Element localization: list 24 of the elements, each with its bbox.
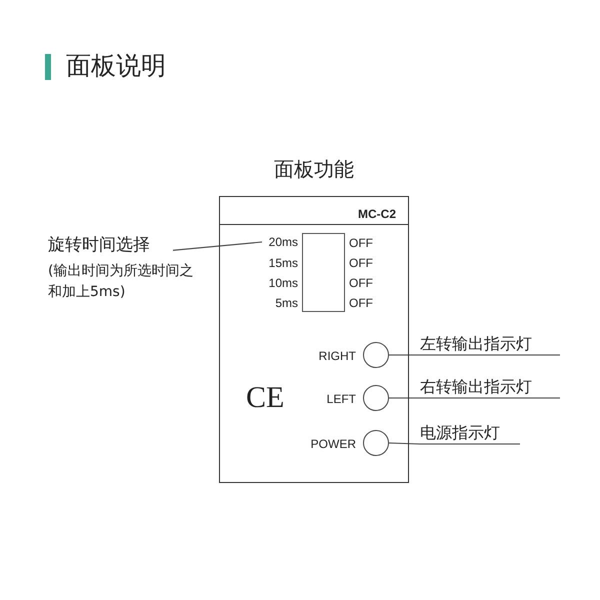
lamp-label: LEFT — [326, 391, 356, 407]
note-text: (输出时间为所选时间之和加上5ms) — [48, 262, 194, 302]
leader-line — [388, 442, 520, 445]
callout-text: 电源指示灯 — [420, 421, 520, 444]
lamp-label: POWER — [310, 436, 356, 452]
panel-title: 面板功能 — [273, 156, 355, 183]
lamp-label: RIGHT — [318, 348, 356, 364]
leader-line — [389, 397, 560, 399]
setting-label: OFF — [349, 235, 373, 251]
setting-label: OFF — [349, 295, 373, 311]
model-label: MC-C2 — [358, 207, 396, 221]
leader-line — [389, 354, 560, 356]
setting-label: 10ms — [268, 275, 298, 291]
setting-label: OFF — [349, 255, 373, 271]
leader-line — [172, 241, 262, 251]
setting-label: 20ms — [262, 234, 298, 250]
heading: 面板说明 — [66, 50, 166, 82]
setting-label: 15ms — [268, 255, 298, 271]
ce-mark: CE — [246, 380, 284, 416]
callout-text: 右转输出指示灯 — [420, 375, 560, 398]
callout-text: 旋转时间选择 — [48, 233, 173, 257]
setting-label: 5ms — [274, 295, 298, 311]
setting-label: OFF — [349, 275, 373, 291]
callout-text: 左转输出指示灯 — [420, 332, 560, 355]
